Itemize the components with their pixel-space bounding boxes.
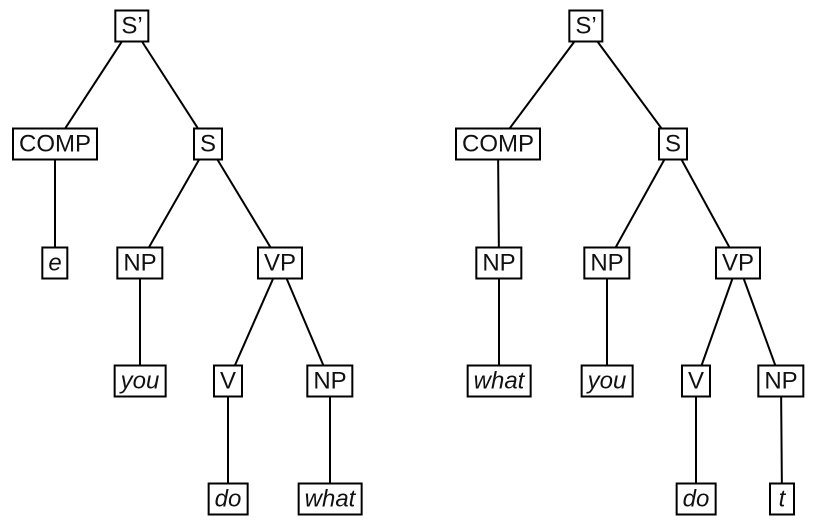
tree-node-left-do: do — [207, 482, 249, 516]
tree-edge-right-sbar-comp — [497, 25, 587, 145]
tree-node-right-s: S — [657, 127, 689, 161]
tree-edge-right-vp-v — [695, 262, 739, 382]
tree-node-right-v: V — [680, 364, 712, 398]
tree-node-right-np3: NP — [757, 364, 805, 398]
tree-node-left-what: what — [297, 482, 363, 516]
tree-edge-right-s-np2 — [606, 143, 674, 264]
tree-node-right-vp: VP — [714, 246, 762, 280]
tree-edge-right-comp-np1 — [497, 143, 500, 264]
tree-edge-left-vp-v — [227, 262, 281, 382]
tree-node-right-do: do — [675, 482, 717, 516]
tree-node-left-comp: COMP — [12, 127, 98, 161]
tree-edge-left-vp-np2 — [279, 262, 331, 382]
tree-node-left-you: you — [113, 364, 167, 398]
tree-node-left-v: V — [212, 364, 244, 398]
tree-node-right-t: t — [769, 482, 795, 516]
tree-node-left-e: e — [41, 246, 69, 280]
tree-edge-left-s-vp — [207, 143, 281, 264]
tree-node-left-np2: NP — [306, 364, 354, 398]
tree-edge-right-s-vp — [672, 143, 739, 264]
tree-node-left-vp: VP — [256, 246, 304, 280]
tree-node-right-sbar: S’ — [568, 9, 604, 43]
tree-node-right-comp: COMP — [455, 127, 541, 161]
tree-edge-left-s-np1 — [139, 143, 209, 264]
tree-node-right-you: you — [580, 364, 634, 398]
tree-edge-right-np3-t — [780, 380, 783, 500]
tree-edge-right-sbar-s — [585, 25, 674, 145]
tree-edge-left-sbar-comp — [54, 25, 133, 145]
tree-edge-left-sbar-s — [131, 25, 209, 145]
tree-node-right-np1: NP — [475, 246, 523, 280]
tree-node-left-sbar: S’ — [114, 9, 150, 43]
tree-node-right-what: what — [466, 364, 532, 398]
tree-node-right-np2: NP — [583, 246, 631, 280]
tree-node-left-s: S — [192, 127, 224, 161]
tree-edge-right-vp-np3 — [737, 262, 782, 382]
tree-node-left-np1: NP — [116, 246, 164, 280]
